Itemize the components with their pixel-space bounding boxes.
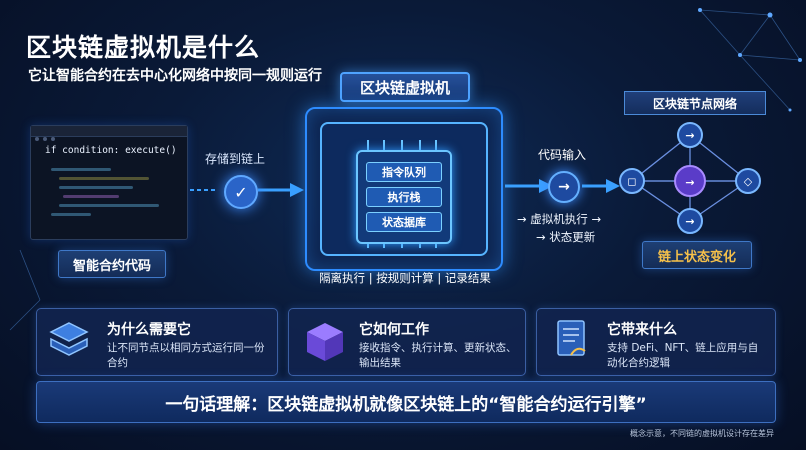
card-what-title: 它带来什么 — [607, 322, 677, 338]
vm-caption: 隔离执行 | 按规则计算 | 记录结果 — [319, 271, 491, 285]
svg-text:◇: ◇ — [744, 175, 753, 188]
node-network-title: 区块链节点网络 — [624, 91, 766, 115]
svg-text:→: → — [685, 176, 694, 189]
vm-row-execution-stack: 执行栈 — [366, 187, 442, 207]
arrow-right-icon: → — [548, 171, 580, 203]
compile-label: 存储到链上 — [205, 152, 266, 166]
code-editor-window — [30, 125, 188, 240]
state-update-note: → 状态更新 — [536, 230, 596, 244]
smart-contract-code-label: 智能合约代码 — [58, 250, 166, 278]
svg-text:→: → — [685, 215, 694, 228]
card-why: 为什么需要它 让不同节点以相同方式运行同一份合约 — [36, 308, 278, 376]
flow-arrow-middle — [505, 179, 553, 193]
card-what: 它带来什么 支持 DeFi、NFT、链上应用与自动化合约逻辑 — [536, 308, 776, 376]
svg-text:◻: ◻ — [627, 175, 636, 188]
document-icon — [557, 320, 586, 356]
flow-arrow-right — [582, 179, 620, 193]
vm-execute-note: → 虚拟机执行 → — [517, 212, 602, 226]
vm-chip: 指令队列 执行栈 状态据库 — [356, 150, 452, 244]
vm-title: 区块链虚拟机 — [340, 72, 470, 102]
code-line-condition: if condition: execute() — [45, 145, 177, 156]
code-input-label: 代码输入 — [538, 148, 587, 162]
layers-icon — [49, 322, 89, 356]
page-title: 区块链虚拟机是什么 — [26, 33, 261, 62]
card-what-desc: 支持 DeFi、NFT、链上应用与自动化合约逻辑 — [607, 342, 759, 369]
footnote: 概念示意，不同链的虚拟机设计存在差异 — [630, 429, 774, 438]
node-network-graph: → ◻ ◇ → → — [619, 122, 761, 234]
flow-arrow-left — [190, 183, 304, 197]
check-icon: ✓ — [224, 175, 258, 209]
page-subtitle: 它让智能合约在去中心化网络中按同一规则运行 — [28, 68, 322, 84]
card-how: 它如何工作 接收指令、执行计算、更新状态、输出结果 — [288, 308, 526, 376]
editor-titlebar — [31, 126, 187, 141]
svg-text:→: → — [685, 129, 694, 142]
summary-banner: 一句话理解：区块链虚拟机就像区块链上的“智能合约运行引擎” — [36, 381, 776, 423]
vm-row-state-db: 状态据库 — [366, 212, 442, 232]
card-how-title: 它如何工作 — [359, 322, 429, 338]
vm-row-instruction-queue: 指令队列 — [366, 162, 442, 182]
state-change-label: 链上状态变化 — [642, 241, 752, 269]
card-how-desc: 接收指令、执行计算、更新状态、输出结果 — [359, 342, 517, 369]
code-placeholder-lines — [45, 162, 163, 216]
cube-icon — [307, 323, 343, 361]
card-why-title: 为什么需要它 — [107, 322, 191, 338]
card-why-desc: 让不同节点以相同方式运行同一份合约 — [107, 342, 265, 369]
